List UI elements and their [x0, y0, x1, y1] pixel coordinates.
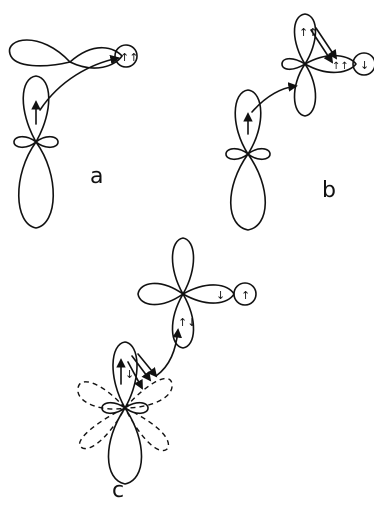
panel-a-left-lobe [8, 39, 71, 67]
panel-label-c: c [112, 478, 125, 503]
panel-a-lower-vlobe [18, 141, 54, 229]
panel-b-lower-lobe [293, 63, 317, 117]
panel-b-left-small-right [247, 147, 271, 161]
panel-b-inner-arrow-2 [315, 27, 338, 60]
panel-a: ↑↑ [8, 39, 138, 229]
panel-c-spin-down: ↓ [125, 368, 134, 381]
panel-c-right-lobe-spin: ↓ [216, 289, 225, 302]
panel-b: ↓ ↑↑ ↑↑ [225, 13, 374, 231]
panel-c-s-spin: ↑ [241, 289, 250, 302]
panel-a-right-lobe [69, 47, 123, 69]
panel-c-transfer-arrow [155, 328, 183, 377]
panel-c-top-left-lobe [137, 282, 184, 306]
panel-b-right-spin-pair: ↑↑ [332, 61, 349, 72]
panel-b-left-lower-vlobe [230, 153, 266, 231]
panel-c-diag-arrow-1 [131, 355, 152, 382]
panel-c-top-upper-lobe [171, 237, 195, 295]
panel-b-s-orbital [352, 52, 374, 76]
panel-b-s-spin: ↓ [360, 59, 369, 72]
panel-c-s-orbital [233, 282, 257, 306]
panel-c: ↑ ↓ ↑↓ ↓ [77, 237, 257, 485]
panel-b-top-spin-pair: ↑↑ [299, 26, 317, 39]
panel-a-spin-pair: ↑↑ [120, 51, 138, 64]
panel-label-a: a [90, 164, 104, 189]
panel-b-left-small-left [225, 147, 249, 161]
panel-b-upper-lobe [293, 13, 317, 65]
panel-label-b: b [322, 178, 336, 203]
panel-c-diag-arrow-3 [127, 361, 143, 390]
panel-c-dashed-lobe-lower-right [123, 406, 170, 452]
panel-c-top-lower-lobe [171, 293, 195, 349]
panel-c-diag-arrow-2 [137, 353, 158, 378]
panel-c-lower-lobe-spin-pair: ↑↓ [178, 316, 196, 329]
panel-a-upper-vlobe [22, 75, 50, 143]
panel-c-lower-vlobe [107, 407, 143, 485]
panel-c-dashed-lobe-lower-left [78, 406, 127, 450]
panel-c-top-right-lobe [182, 284, 235, 304]
panel-b-left-upper-vlobe [234, 89, 262, 155]
panel-b-transfer-arrow [251, 82, 298, 113]
panel-a-small-right-lobe [35, 135, 59, 149]
panel-b-left-lobe [281, 57, 306, 71]
panel-a-transfer-arrow [39, 54, 120, 111]
panel-a-small-left-lobe [13, 135, 37, 149]
